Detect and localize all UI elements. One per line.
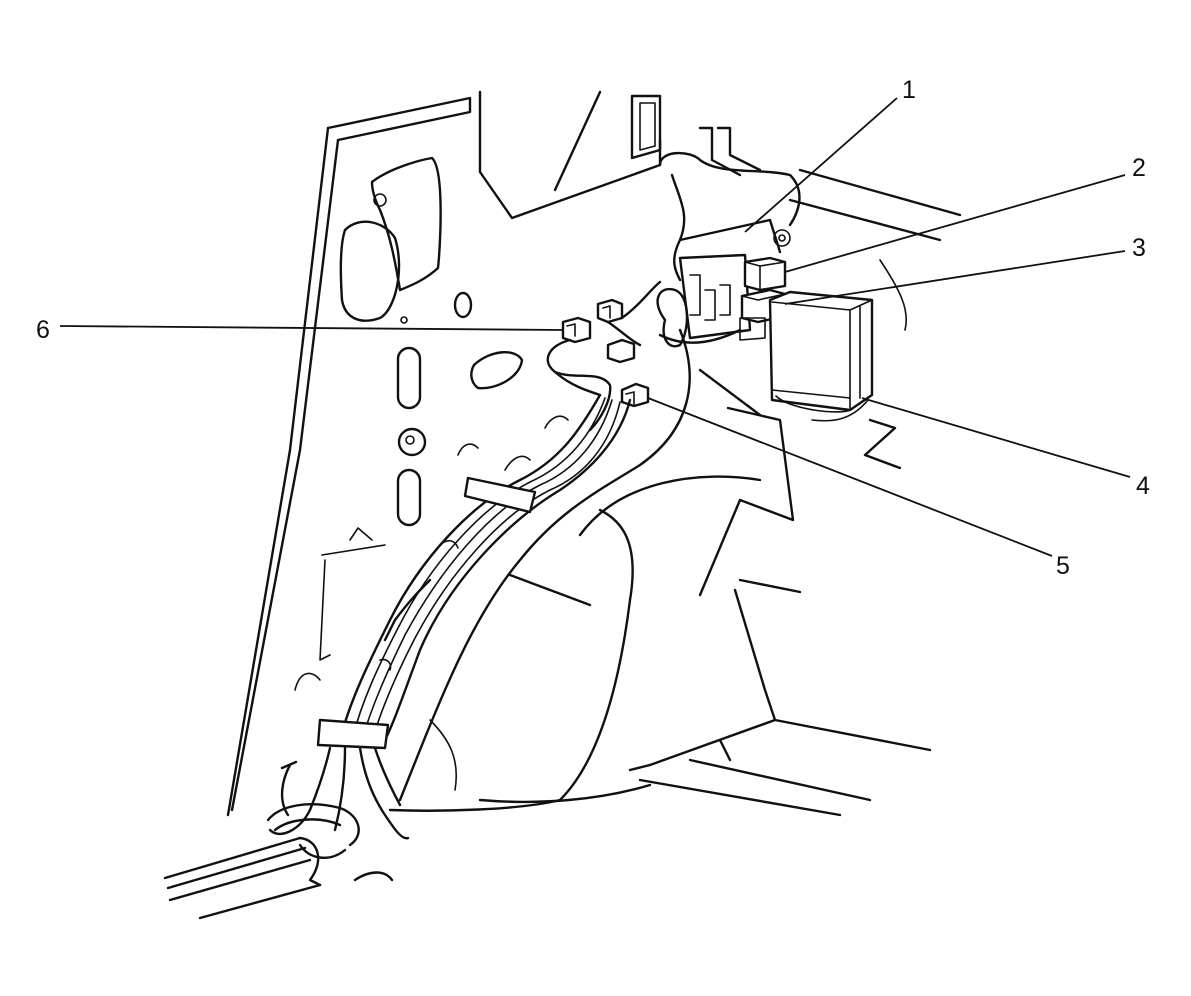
leader-lines <box>59 97 1131 557</box>
connector-middle <box>606 338 636 364</box>
callout-1: 1 <box>902 76 916 104</box>
callout-labels: 1 2 3 4 5 6 <box>36 76 1150 580</box>
callout-6: 6 <box>36 316 50 344</box>
callout-4: 4 <box>1136 472 1150 500</box>
connector-upper <box>596 298 624 324</box>
cargo-floor <box>478 168 962 817</box>
wheelhouse-trim <box>383 328 691 812</box>
leader-2 <box>784 174 1126 273</box>
callout-2: 2 <box>1132 154 1146 182</box>
leader-4 <box>861 397 1131 478</box>
module-4 <box>768 290 874 422</box>
leader-6 <box>59 325 564 331</box>
connector-6 <box>561 316 592 344</box>
relay-2 <box>743 256 787 292</box>
side-body-panel <box>226 90 662 817</box>
leader-1 <box>744 97 898 233</box>
connector-5 <box>620 382 650 408</box>
callout-3: 3 <box>1132 234 1146 262</box>
leader-5 <box>647 397 1053 557</box>
wiring-harness <box>163 280 742 920</box>
callout-5: 5 <box>1056 552 1070 580</box>
relay-bracket <box>656 126 801 348</box>
leader-3 <box>784 250 1126 305</box>
